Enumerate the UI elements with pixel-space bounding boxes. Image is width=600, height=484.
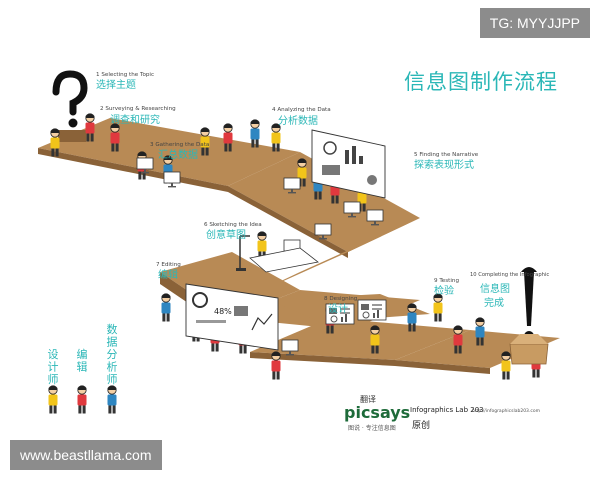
svg-text:探索表现形式: 探索表现形式 [414, 158, 474, 171]
step-6-label: 6 Sketching the Idea 创意草图 [204, 222, 262, 241]
credit-translate: 翻译 [360, 395, 376, 404]
credits: 翻译 picsays 图说 · 专注信息图 Infographics Lab 2… [344, 395, 540, 432]
watermark-website: www.beastllama.com [10, 440, 162, 470]
legend-analyst-label: 数据分析师 [107, 323, 118, 386]
step-10-zh-line2: 完成 [484, 296, 504, 309]
svg-text:检验: 检验 [434, 284, 454, 297]
svg-text:3 Gathering the Data: 3 Gathering the Data [150, 142, 209, 148]
screen-percent: 48% [214, 307, 232, 316]
question-mark-icon [52, 70, 88, 142]
credit-original: 原创 [412, 419, 430, 431]
svg-text:2 Surveying & Researching: 2 Surveying & Researching [100, 106, 176, 112]
exclamation-mark-icon [509, 267, 549, 365]
svg-text:创意草图: 创意草图 [206, 228, 246, 241]
svg-text:设计: 设计 [328, 302, 348, 315]
svg-text:7 Editing: 7 Editing [156, 262, 181, 268]
credit-url: http://infographicslab203.com [472, 408, 540, 414]
svg-text:选择主题: 选择主题 [96, 78, 136, 91]
sketch-table [236, 235, 319, 273]
page-title: 信息图制作流程 [404, 70, 558, 94]
step-5-label: 5 Finding the Narrative 探索表现形式 [414, 152, 479, 171]
role-legend: 设计师 编辑 数据分析师 [48, 323, 118, 414]
step-9-label: 9 Testing 检验 [434, 278, 459, 297]
legend-data-analyst: 数据分析师 [107, 323, 118, 414]
watermark-tg: TG: MYYJJPP [479, 8, 590, 38]
legend-editor-label: 编辑 [77, 347, 88, 374]
svg-text:5 Finding the Narrative: 5 Finding the Narrative [414, 152, 479, 158]
credit-logo: picsays [344, 403, 410, 422]
step-4-label: 4 Analyzing the Data 分析数据 [272, 107, 331, 127]
legend-designer-label: 设计师 [48, 348, 59, 386]
whiteboards: 48% [185, 129, 387, 351]
svg-text:编辑: 编辑 [158, 268, 178, 281]
desk-segment-1 [38, 118, 300, 186]
step-labels: 1 Selecting the Topic 选择主题 2 Surveying &… [96, 72, 549, 315]
step-2-label: 2 Surveying & Researching 调查和研究 [100, 106, 176, 126]
desk-path [38, 118, 560, 374]
step-1-label: 1 Selecting the Topic 选择主题 [96, 72, 154, 91]
svg-text:10 Completing the Infographic: 10 Completing the Infographic [470, 272, 549, 278]
svg-text:汇总数据: 汇总数据 [158, 148, 198, 161]
step-10-label: 10 Completing the Infographic 信息图 完成 [470, 272, 549, 309]
svg-text:4 Analyzing the Data: 4 Analyzing the Data [272, 107, 331, 113]
svg-text:6 Sketching the Idea: 6 Sketching the Idea [204, 222, 262, 228]
svg-text:8 Designing: 8 Designing [324, 296, 358, 302]
svg-text:1 Selecting the Topic: 1 Selecting the Topic [96, 72, 154, 78]
legend-designer: 设计师 [48, 348, 59, 414]
credit-lab: Infographics Lab 203 [410, 406, 484, 414]
step-8-label: 8 Designing 设计 [324, 296, 358, 315]
svg-text:9 Testing: 9 Testing [434, 278, 459, 284]
step-7-label: 7 Editing 编辑 [156, 262, 181, 281]
step-3-label: 3 Gathering the Data 汇总数据 [150, 142, 209, 161]
legend-editor: 编辑 [77, 347, 88, 414]
desk-segment-2 [228, 152, 420, 252]
svg-text:分析数据: 分析数据 [278, 114, 318, 127]
svg-text:调查和研究: 调查和研究 [110, 113, 160, 126]
step-10-zh-line1: 信息图 [480, 282, 510, 295]
credit-logo-sub: 图说 · 专注信息图 [348, 424, 396, 432]
